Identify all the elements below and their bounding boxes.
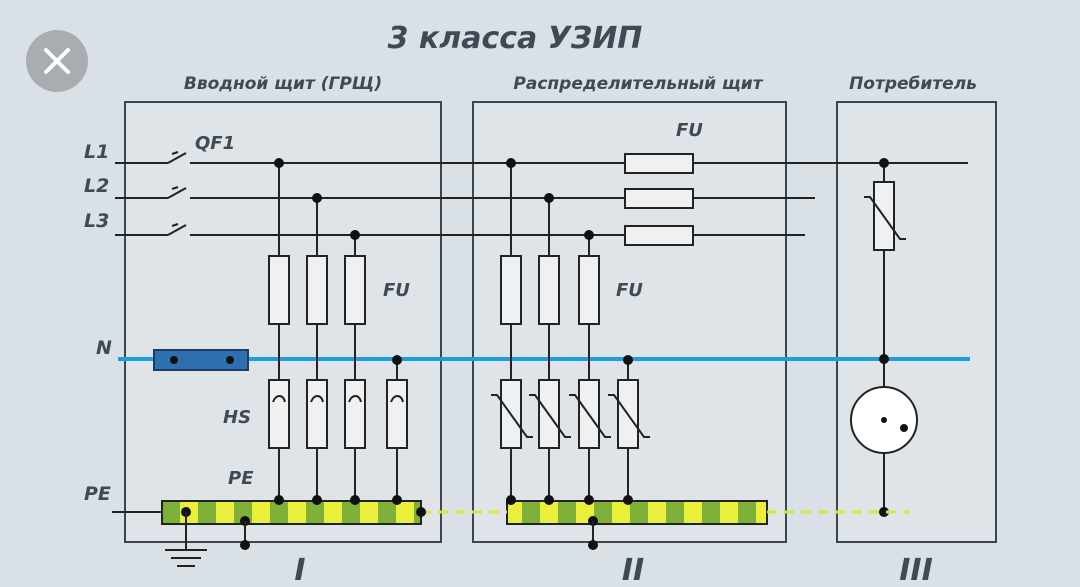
line-label-l1: L1 xyxy=(84,141,109,163)
fuses-distribution xyxy=(500,255,600,325)
panel-title-consumer: Потребитель xyxy=(849,74,977,94)
arresters-input xyxy=(268,379,408,449)
panel-title-input: Вводной щит (ГРЩ) xyxy=(184,74,382,94)
class-number-3: III xyxy=(899,553,933,587)
pe-label: PE xyxy=(84,483,111,505)
class-number-2: II xyxy=(622,553,644,587)
line-label-l2: L2 xyxy=(84,175,109,197)
close-button[interactable] xyxy=(26,30,88,92)
neutral-link xyxy=(153,349,249,371)
breaker-qf1 xyxy=(115,151,187,236)
arrester-symbols-input xyxy=(272,395,404,403)
diagram-title: 3 класса УЗИП xyxy=(388,21,643,56)
neutral-label: N xyxy=(96,337,112,359)
fuses-input xyxy=(268,255,366,325)
panel-consumer xyxy=(836,101,997,543)
line-label-l3: L3 xyxy=(84,210,109,232)
panel-title-distribution: Распределительный щит xyxy=(513,74,763,94)
pe-inner-label: PE xyxy=(228,468,254,489)
pe-bus-input xyxy=(161,500,422,525)
panel-input-nodes xyxy=(274,158,402,365)
varistor-symbols-distribution xyxy=(491,394,650,438)
panel-distribution xyxy=(472,101,787,543)
class-number-1: I xyxy=(294,553,305,587)
close-icon xyxy=(44,48,70,74)
fuse-label-input: FU xyxy=(383,280,410,301)
ground-icon xyxy=(165,512,207,567)
varistor-symbol-consumer xyxy=(864,196,906,240)
consumer-nodes xyxy=(879,158,889,517)
fuses-top xyxy=(624,153,694,246)
panel-distribution-nodes xyxy=(506,158,633,365)
fuse-label-top: FU xyxy=(676,120,703,141)
breaker-label: QF1 xyxy=(195,133,235,154)
hs-label: HS xyxy=(223,407,251,428)
fuse-label-distribution: FU xyxy=(616,280,643,301)
pe-bus-distribution xyxy=(506,500,768,525)
phase-conductors xyxy=(190,162,968,236)
